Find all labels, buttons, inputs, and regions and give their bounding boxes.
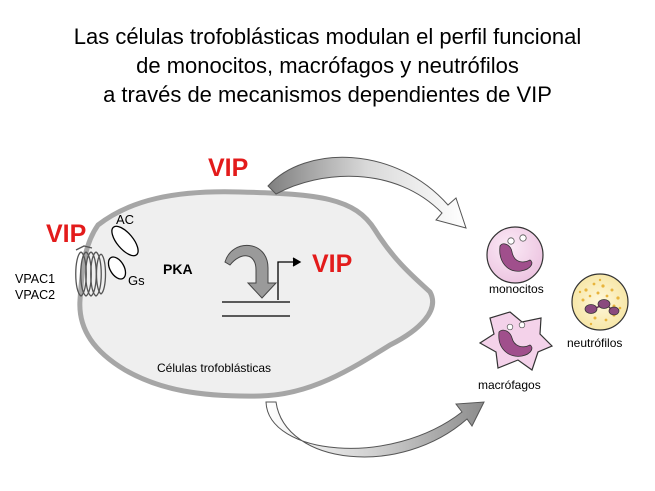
- diagram-title: Las células trofoblásticas modulan el pe…: [0, 22, 655, 109]
- ac-enzyme-icon: [111, 225, 139, 257]
- gs-protein-icon: [107, 256, 127, 280]
- pka-label: PKA: [163, 261, 193, 277]
- macrofagos-label: macrófagos: [478, 378, 541, 392]
- gs-label: Gs: [128, 273, 145, 288]
- pka-arrow-icon: [224, 245, 278, 299]
- trophoblast-label: Células trofoblásticas: [157, 361, 272, 375]
- title-line-1: Las células trofoblásticas modulan el pe…: [73, 24, 582, 49]
- title-line-3: a través de mecanismos dependientes de V…: [103, 82, 552, 107]
- ac-label: AC: [116, 212, 135, 227]
- monocyte-icon: [486, 226, 544, 284]
- secretion-arrow-top: [267, 156, 467, 229]
- vip-ligand-label: VIP: [46, 220, 87, 248]
- vpac2-label: VPAC2: [15, 288, 56, 302]
- transcription-arrow-icon: [277, 257, 302, 300]
- neutrophil-icon: [571, 273, 629, 331]
- receptor-icon: [75, 245, 107, 297]
- vpac1-label: VPAC1: [15, 272, 56, 286]
- macrophage-icon: [478, 311, 554, 371]
- vip-expression-label: VIP: [312, 250, 353, 278]
- vip-secreted-label: VIP: [208, 154, 249, 182]
- trophoblast-cell: [77, 189, 436, 399]
- neutrofilos-label: neutrófilos: [567, 336, 623, 350]
- feedback-arrow-bottom: [265, 401, 485, 458]
- title-line-2: de monocitos, macrófagos y neutrófilos: [136, 53, 519, 78]
- monocitos-label: monocitos: [489, 282, 544, 296]
